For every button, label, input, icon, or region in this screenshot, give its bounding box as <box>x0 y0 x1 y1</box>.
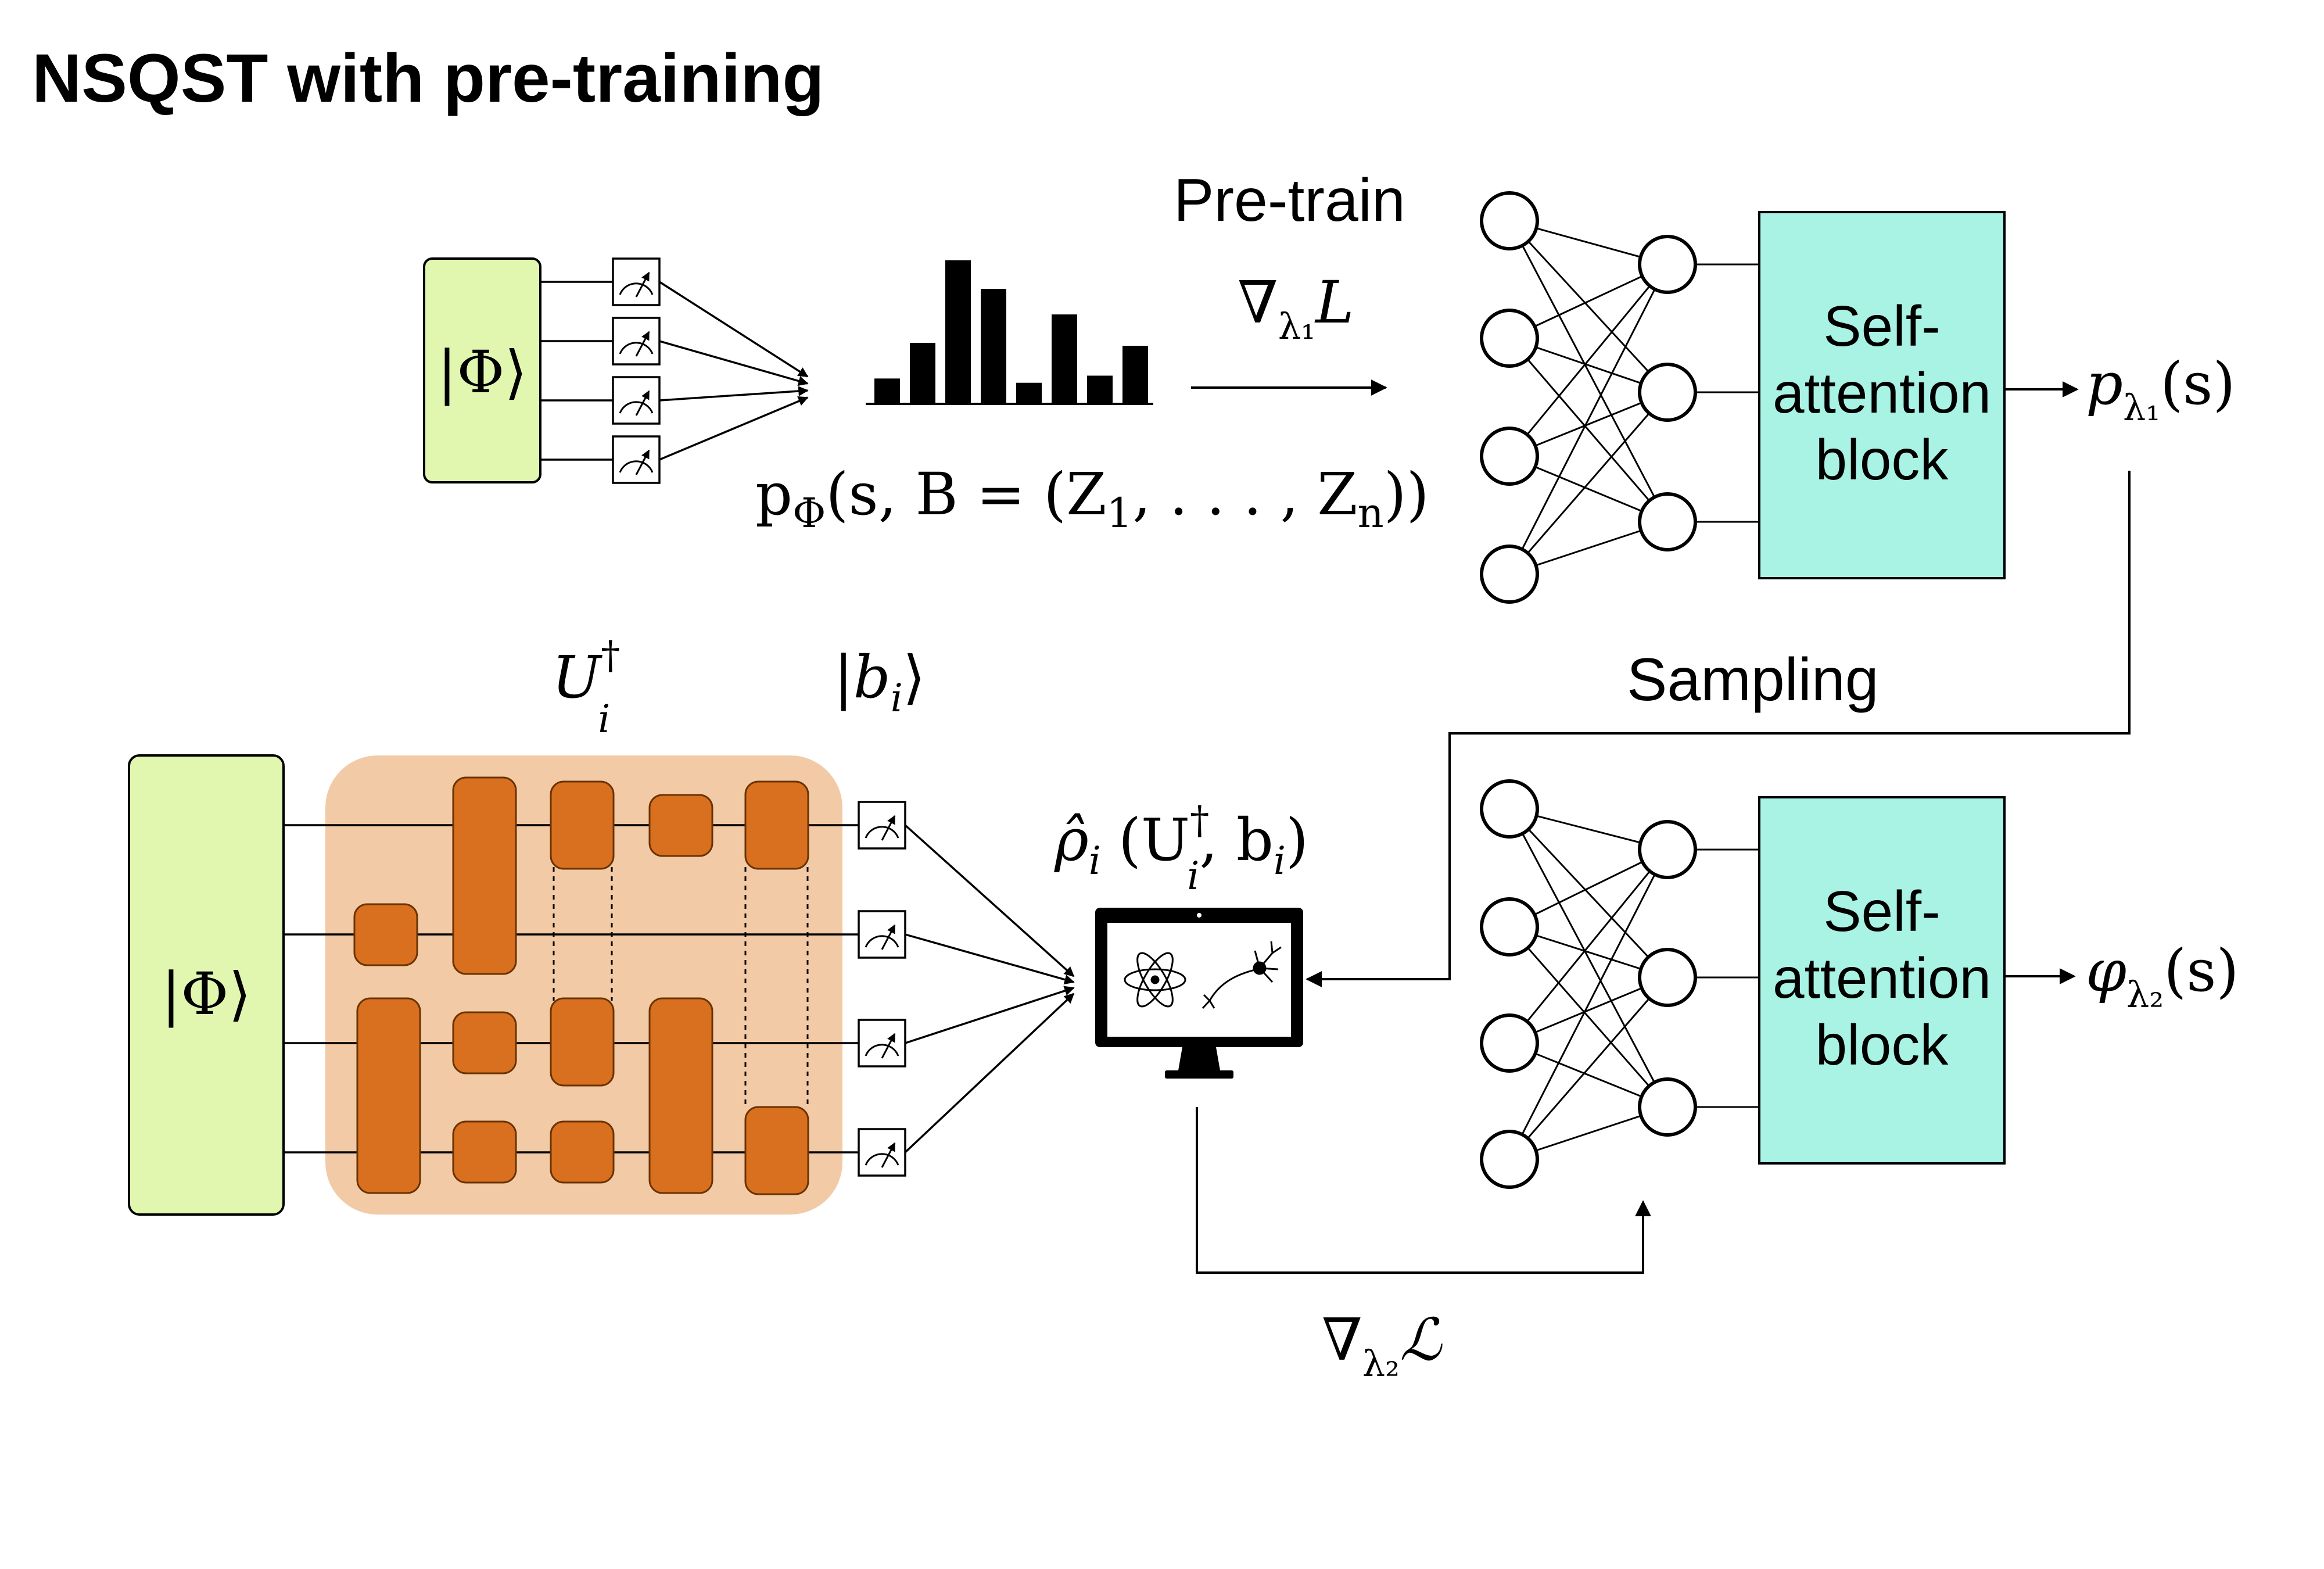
gate <box>452 1011 517 1074</box>
meter-icon <box>858 910 906 959</box>
pretrain-label: Pre-train <box>1174 167 1405 234</box>
bottom-state-box <box>128 754 285 1216</box>
gate <box>648 997 713 1194</box>
meter-icon <box>612 435 661 484</box>
bottom-attention-block: Self- attention block <box>1758 796 2006 1165</box>
histogram-bar <box>910 343 935 403</box>
gate <box>550 780 615 870</box>
histogram-bar <box>1052 314 1077 403</box>
loss-label: ∇λ₂ℒ <box>1322 1306 1443 1385</box>
meter-icon <box>858 1128 906 1177</box>
histogram-bar <box>981 289 1006 403</box>
gate <box>744 1106 809 1195</box>
top-neural-network <box>1480 191 1759 604</box>
circuit-gates <box>353 776 809 1195</box>
nn-input-node <box>1480 897 1539 957</box>
computer-monitor-icon <box>1095 908 1303 1079</box>
nn-hidden-node <box>1638 820 1697 879</box>
top-block-line2: attention <box>1773 361 1991 425</box>
top-attention-block: Self- attention block <box>1758 211 2006 579</box>
gate <box>353 903 418 966</box>
bottom-block-line1: Self- <box>1823 879 1941 943</box>
histogram-bar <box>1016 382 1042 403</box>
atom-icon <box>1124 952 1186 1008</box>
top-measurement-wires <box>540 281 613 461</box>
top-nn-connections <box>1508 220 1759 575</box>
gate <box>550 1120 615 1184</box>
gate <box>452 776 517 975</box>
gate <box>550 997 615 1087</box>
nn-input-node <box>1480 1130 1539 1189</box>
nn-hidden-node <box>1638 492 1697 551</box>
loss-feedback-arrow <box>1196 1107 1651 1274</box>
nn-input-node <box>1480 309 1539 368</box>
nn-input-node <box>1480 779 1539 839</box>
gate <box>648 794 713 857</box>
nn-hidden-node <box>1638 948 1697 1007</box>
nn-hidden-node <box>1638 235 1697 294</box>
measurement-histogram <box>866 260 1153 405</box>
bottom-output-label: φλ₂(s) <box>2086 937 2239 1016</box>
nn-hidden-node <box>1638 1077 1697 1137</box>
rho-label: ρ̂i(U†i, bi) <box>1054 798 1308 898</box>
meter-icon <box>858 801 906 850</box>
unitary-label: U†i <box>552 633 620 741</box>
top-state-preparation: |Φ⟩ <box>423 257 809 484</box>
histogram-bar <box>874 378 900 403</box>
bottom-nn-connections <box>1508 808 1759 1160</box>
sampling-label: Sampling <box>1627 646 1879 714</box>
histogram-bar <box>1122 346 1148 403</box>
meter-icon <box>612 376 661 425</box>
bottom-block-line3: block <box>1816 1013 1949 1077</box>
gate <box>452 1120 517 1184</box>
bottom-state-label: |Φ⟩ <box>162 960 252 1028</box>
bottom-block-line2: attention <box>1773 946 1991 1010</box>
histogram-bar <box>1087 375 1113 403</box>
pretrain-gradient-label: ∇λ₁L <box>1238 268 1354 348</box>
top-state-box <box>423 257 541 483</box>
nn-input-node <box>1480 191 1539 250</box>
sampling-arrow <box>1306 471 2131 987</box>
nn-input-node <box>1480 427 1539 486</box>
distribution-label: pΦ(s, B = (Z1, . . . , Zn)) <box>755 460 1429 537</box>
top-meter-icons <box>612 257 661 484</box>
circuit-dashed-links <box>553 867 809 1109</box>
meter-icon <box>858 1019 906 1068</box>
meter-icon <box>612 317 661 366</box>
top-state-label: |Φ⟩ <box>437 338 528 406</box>
nn-hidden-node <box>1638 363 1697 422</box>
bottom-converging-arrows <box>904 824 1075 1154</box>
nn-input-node <box>1480 545 1539 604</box>
nn-input-node <box>1480 1013 1539 1073</box>
basis-label: |bi⟩ <box>834 643 926 721</box>
meter-icon <box>612 257 661 306</box>
gate <box>744 780 809 870</box>
bottom-meter-icons <box>858 801 906 1177</box>
bottom-neural-network <box>1480 779 1759 1189</box>
top-block-line1: Self- <box>1823 294 1941 358</box>
neuron-icon <box>1202 941 1282 1009</box>
top-output-label: pλ₁(s) <box>2086 350 2236 429</box>
gate <box>356 997 421 1194</box>
top-block-line3: block <box>1816 428 1949 492</box>
top-converging-arrows <box>659 281 809 461</box>
histogram-bar <box>945 260 971 403</box>
diagram-title: NSQST with pre-training <box>32 40 824 117</box>
bottom-state-box-group: |Φ⟩ <box>128 754 285 1216</box>
